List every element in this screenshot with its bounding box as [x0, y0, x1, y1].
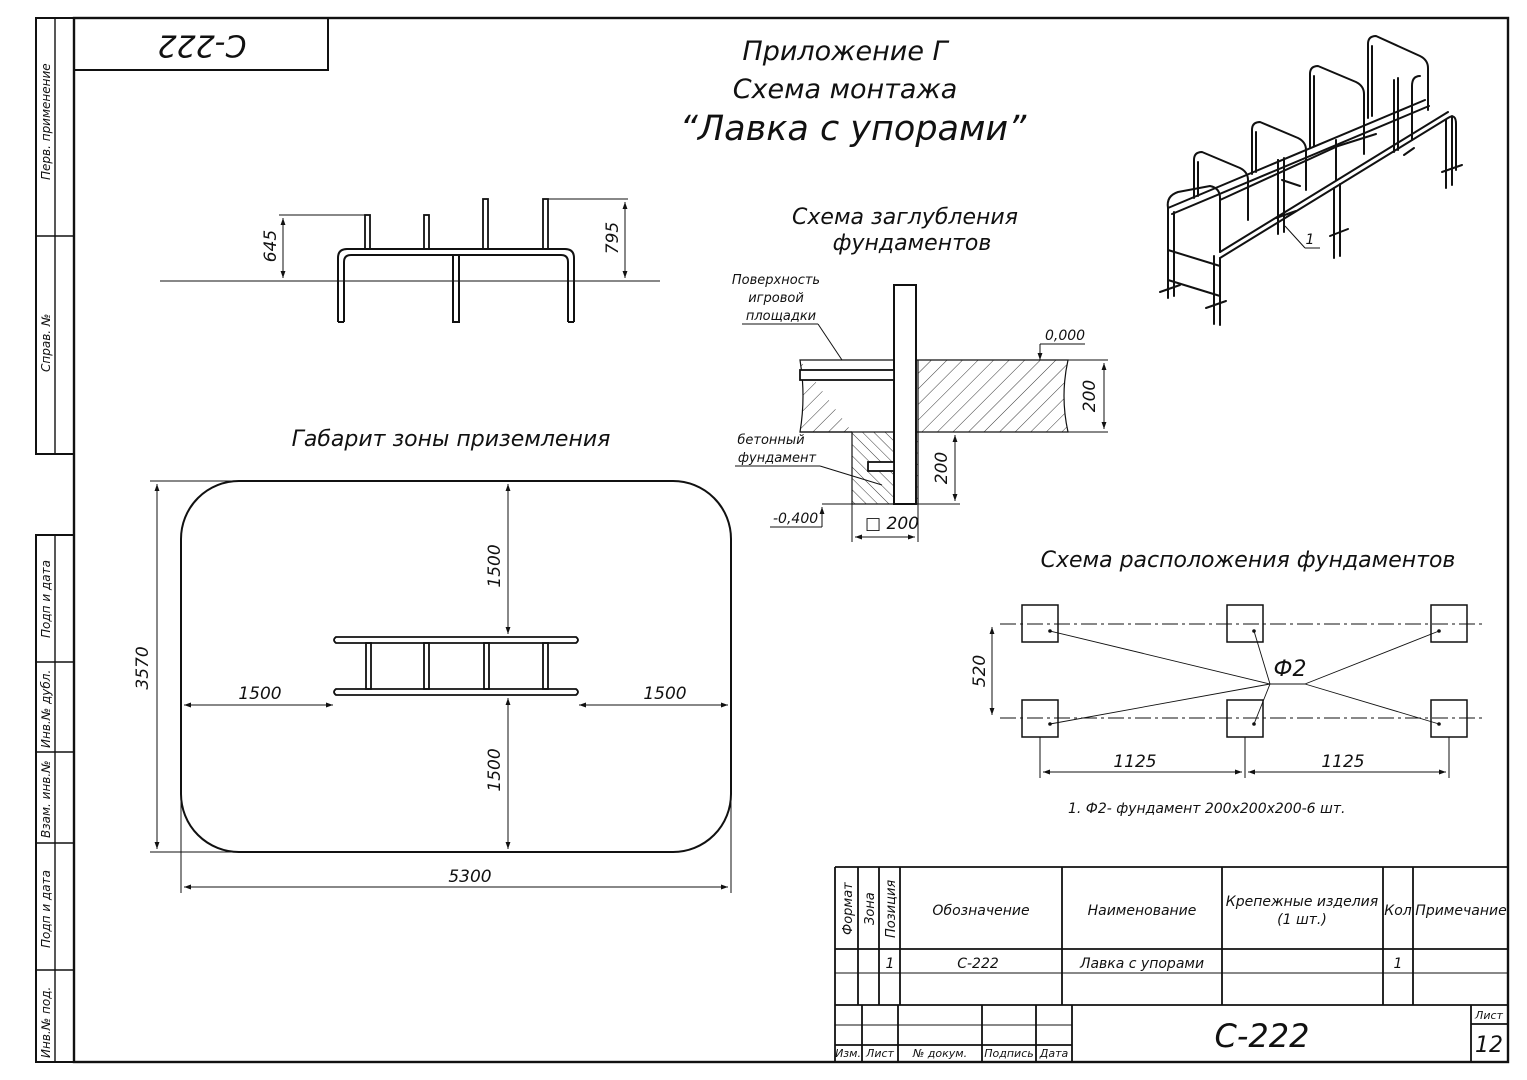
dim-520: 520	[970, 655, 990, 687]
row-position: 1	[886, 956, 895, 972]
hdr-qty: Кол	[1384, 903, 1412, 919]
spec-table: Формат Зона Позиция Обозначение Наименов…	[834, 866, 1508, 1062]
title-block: Изм. Лист № докум. Подпись Дата С-222 Ли…	[835, 1004, 1508, 1062]
dim-top-1500: 1500	[485, 544, 505, 587]
label-vzam-inv: Взам. инв.№	[39, 760, 53, 838]
dim-width-5300: 5300	[448, 867, 491, 887]
dim-1125-right: 1125	[1321, 752, 1364, 772]
dim-200-square: □ 200	[865, 514, 919, 534]
concrete-label-l2: фундамент	[738, 451, 817, 466]
hdr-designation: Обозначение	[932, 903, 1029, 919]
foundation-layout: Схема расположения фундаментов Ф2 520	[970, 548, 1485, 817]
dim-bottom-1500: 1500	[485, 748, 505, 791]
isometric-view	[1159, 35, 1463, 326]
tb-signature: Подпись	[984, 1047, 1033, 1060]
dim-795: 795	[603, 222, 623, 254]
foundation-depth-section: Схема заглубления фундаментов Поверхност…	[732, 205, 1108, 542]
dim-height-3570: 3570	[133, 646, 153, 689]
landing-zone: Габарит зоны приземления 1500 1500 1500 …	[133, 427, 732, 893]
hdr-zone: Зона	[863, 892, 878, 925]
row-designation: С-222	[957, 956, 999, 972]
depth-title-line1: Схема заглубления	[792, 205, 1018, 230]
row-name: Лавка с упорами	[1079, 956, 1204, 972]
hdr-format: Формат	[841, 882, 856, 935]
tb-izm: Изм.	[835, 1047, 861, 1060]
header: Приложение Г Схема монтажа “Лавка с упор…	[680, 36, 1027, 149]
hdr-name: Наименование	[1088, 903, 1197, 919]
surface-label-l3: площадки	[746, 309, 816, 324]
side-strip-labels: Перв. применение Справ. № Подп и дата Ин…	[39, 63, 53, 1058]
dim-200-mid: 200	[932, 452, 952, 484]
label-f2: Ф2	[1274, 657, 1307, 682]
iso-callout: 1	[1284, 225, 1320, 249]
dim-200-top: 200	[1080, 380, 1100, 412]
surface-label-l2: игровой	[748, 291, 804, 306]
tb-list: Лист	[865, 1047, 894, 1060]
tb-code: С-222	[1215, 1017, 1310, 1055]
row-qty: 1	[1394, 956, 1403, 972]
hdr-position: Позиция	[884, 880, 899, 938]
hdr-note: Примечание	[1415, 903, 1506, 919]
subtitle: Схема монтажа	[733, 74, 958, 105]
label-podp-data-2: Подп и дата	[39, 870, 53, 948]
dim-right-1500: 1500	[643, 684, 686, 704]
concrete-label-l1: бетонный	[737, 433, 804, 448]
elevation-view: 645 795	[160, 198, 660, 323]
surface-label-l1: Поверхность	[732, 273, 820, 288]
stamp-box: С-222	[73, 17, 329, 71]
label-inv-podl: Инв.№ под.	[39, 987, 53, 1058]
label-inv-dubl: Инв.№ дубл.	[39, 670, 53, 748]
sheet-frame	[35, 16, 1510, 1064]
tb-date: Дата	[1039, 1047, 1069, 1060]
foundation-note: 1. Ф2- фундамент 200х200х200-6 шт.	[1068, 801, 1345, 817]
label-sprav-no: Справ. №	[39, 314, 53, 372]
tb-doc-no: № докум.	[912, 1047, 967, 1060]
dim-1125-left: 1125	[1113, 752, 1156, 772]
tb-sheet-label: Лист	[1474, 1009, 1503, 1022]
level-top: 0,000	[1045, 328, 1085, 344]
appendix-label: Приложение Г	[742, 36, 949, 67]
stamp-code: С-222	[157, 28, 246, 63]
label-podp-data-1: Подп и дата	[39, 560, 53, 638]
hdr-fasteners-l2: (1 шт.)	[1277, 912, 1327, 928]
landing-zone-title: Габарит зоны приземления	[292, 427, 611, 452]
dim-645: 645	[261, 230, 281, 262]
dim-left-1500: 1500	[238, 684, 281, 704]
depth-title-line2: фундаментов	[833, 231, 992, 256]
tb-sheet-no: 12	[1475, 1033, 1503, 1058]
label-perv-primenenie: Перв. применение	[39, 63, 53, 180]
hdr-fasteners-l1: Крепежные изделия	[1226, 894, 1378, 910]
page-title: “Лавка с упорами”	[680, 109, 1027, 149]
layout-title: Схема расположения фундаментов	[1041, 548, 1456, 573]
level-bottom: -0,400	[773, 511, 818, 527]
iso-callout-number: 1	[1306, 232, 1315, 248]
